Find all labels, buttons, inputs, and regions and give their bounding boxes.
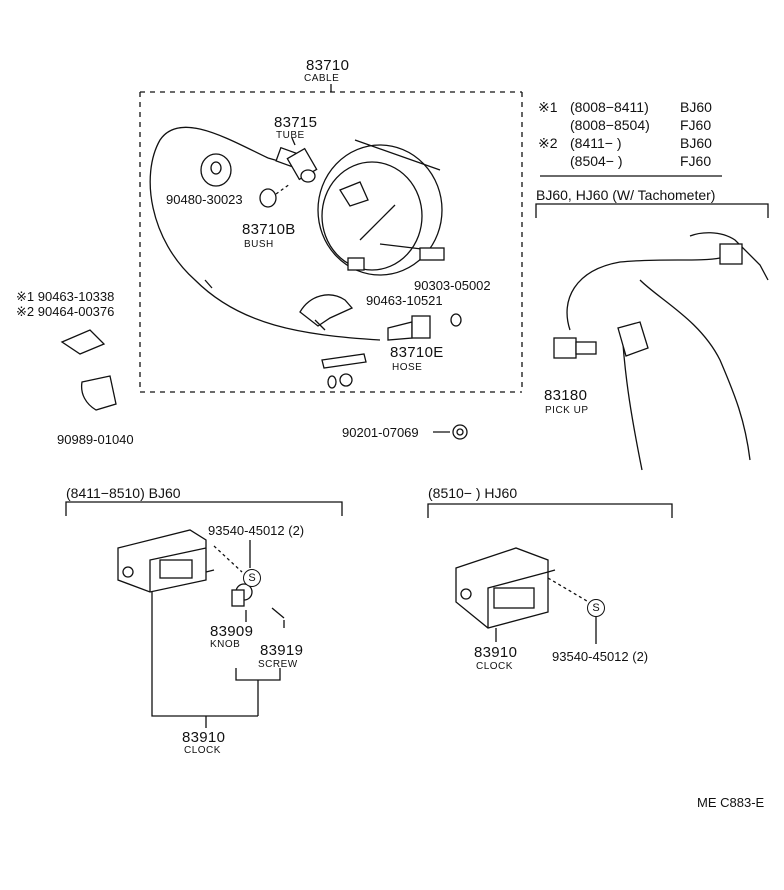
tube-fitting bbox=[275, 137, 318, 183]
clock-left-unit bbox=[117, 529, 243, 593]
bush-name: BUSH bbox=[244, 239, 274, 250]
side-clamp-label-2: ※2 90464-00376 bbox=[16, 304, 115, 319]
clamp-part-number: 90463-10521 bbox=[366, 293, 443, 308]
clock-right-unit bbox=[455, 547, 597, 644]
tach-section-title: BJ60, HJ60 (W/ Tachometer) bbox=[536, 187, 716, 203]
side-clamp-label-1: ※1 90463-10338 bbox=[16, 289, 115, 304]
note-row-4-model: FJ60 bbox=[680, 153, 712, 169]
screw-number: 83919 bbox=[260, 642, 304, 659]
speedometer-housing bbox=[317, 139, 445, 276]
bush bbox=[259, 183, 291, 208]
clock-left-bracket bbox=[65, 501, 343, 516]
clock-right-screw-part-number: 93540-45012 (2) bbox=[552, 649, 649, 664]
note-row-3-model: BJ60 bbox=[680, 135, 712, 151]
hose-number: 83710E bbox=[390, 344, 444, 361]
screw-name: SCREW bbox=[258, 659, 298, 670]
knob-name: KNOB bbox=[210, 639, 241, 650]
grommet bbox=[200, 153, 232, 187]
cable-clamp bbox=[299, 294, 354, 331]
note-row-2-range: (8008−8504) bbox=[570, 117, 650, 133]
note-row-1-model: BJ60 bbox=[680, 99, 712, 115]
bush-number: 83710B bbox=[242, 221, 296, 238]
washer-part-number: 90201-07069 bbox=[342, 425, 419, 440]
side-clamp-lower-part-number: 90989-01040 bbox=[57, 432, 134, 447]
pickup-name: PICK UP bbox=[545, 405, 589, 416]
clock-left-number: 83910 bbox=[182, 729, 226, 746]
fitting-part-number: 90303-05002 bbox=[414, 278, 491, 293]
tach-engine-outline bbox=[553, 232, 769, 471]
clock-left-knob bbox=[231, 583, 253, 607]
cable-group-bracket bbox=[139, 84, 523, 393]
tube-number: 83715 bbox=[274, 114, 318, 131]
note-row-1-range: (8008−8411) bbox=[570, 99, 649, 115]
knob-number: 83909 bbox=[210, 623, 254, 640]
tube-name: TUBE bbox=[276, 130, 305, 141]
speedometer-cable bbox=[149, 126, 381, 341]
hose-part bbox=[321, 353, 367, 389]
cable-number: 83710 bbox=[306, 57, 350, 74]
side-clamp-upper bbox=[60, 329, 106, 355]
pickup-number: 83180 bbox=[544, 387, 588, 404]
hose-name: HOSE bbox=[392, 362, 423, 373]
drive-fitting bbox=[387, 313, 462, 341]
clock-right-number: 83910 bbox=[474, 644, 518, 661]
s-marker-left: S bbox=[243, 569, 261, 587]
note-row-3-mark: ※2 bbox=[538, 135, 558, 151]
tach-section-bracket bbox=[535, 203, 769, 218]
washer bbox=[433, 424, 468, 440]
grommet-part-number: 90480-30023 bbox=[166, 192, 243, 207]
note-row-2-model: FJ60 bbox=[680, 117, 712, 133]
note-row-1-mark: ※1 bbox=[538, 99, 558, 115]
note-row-4-range: (8504− ) bbox=[570, 153, 623, 169]
note-row-3-range: (8411− ) bbox=[570, 135, 622, 151]
cable-name: CABLE bbox=[304, 73, 340, 84]
clock-right-name: CLOCK bbox=[476, 661, 513, 672]
clock-left-screw bbox=[271, 607, 285, 619]
clock-left-leaders bbox=[151, 540, 285, 728]
s-marker-right: S bbox=[587, 599, 605, 617]
clock-right-bracket bbox=[427, 503, 673, 518]
clock-left-name: CLOCK bbox=[184, 745, 221, 756]
clock-left-screw-part-number: 93540-45012 (2) bbox=[208, 523, 305, 538]
clock-left-title: (8411−8510) BJ60 bbox=[66, 485, 181, 501]
side-clamp-lower bbox=[80, 375, 117, 411]
clock-right-title: (8510− ) HJ60 bbox=[428, 485, 518, 501]
reference-code: ME C883-E bbox=[697, 795, 765, 810]
